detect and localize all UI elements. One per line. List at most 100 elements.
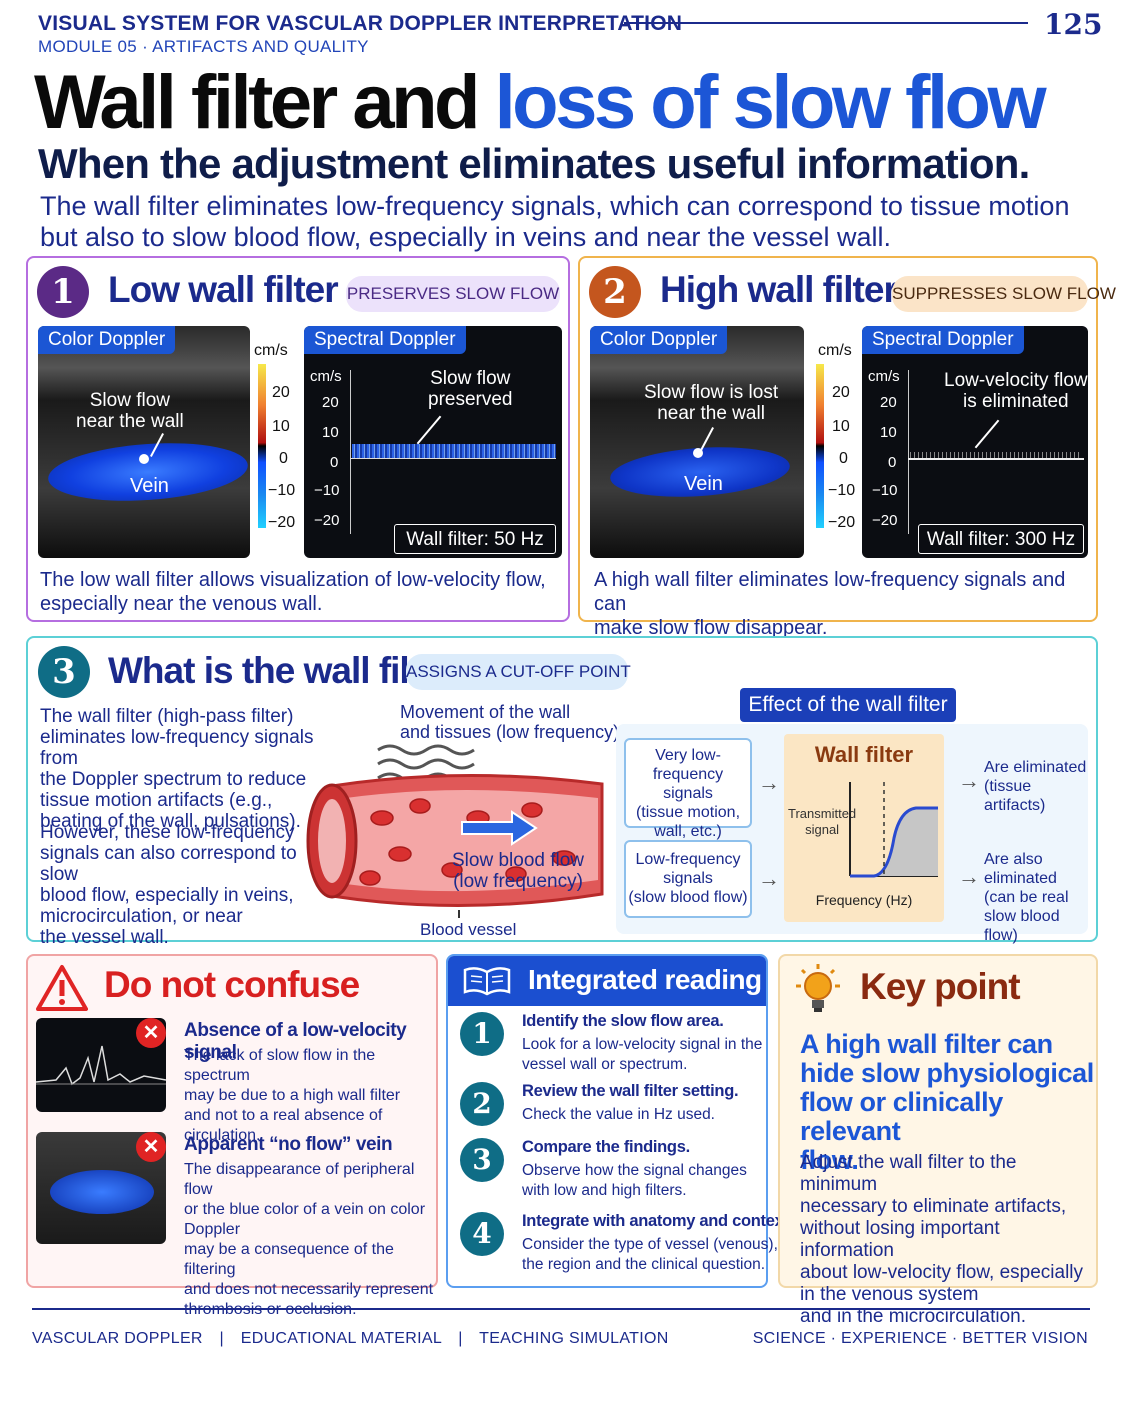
label-line: and tissues (low frequency) <box>400 722 620 742</box>
result-line: Are also eliminated <box>984 851 1057 887</box>
text-line: eliminates low-frequency signals from <box>40 727 314 769</box>
result-line: (can be real <box>984 889 1069 906</box>
spectral-unit: cm/s <box>310 368 342 385</box>
section-number-3: 3 <box>38 646 90 698</box>
box-line: (slow blood flow) <box>628 889 748 906</box>
box-line: signals <box>663 785 713 802</box>
step-text: Consider the type of vessel (venous), <box>522 1236 778 1253</box>
text-line: may be due to a high wall filter <box>184 1087 401 1104</box>
vessel-label-pointer <box>458 910 460 918</box>
scale-tick: 20 <box>272 384 290 401</box>
lead-line-2: but also to slow blood flow, especially … <box>40 222 891 252</box>
caveat-text: However, these low-frequency signals can… <box>40 822 320 948</box>
vein-label: Vein <box>684 473 723 495</box>
spectral-doppler-image: Spectral Doppler cm/s 20 10 0 −10 −20 Lo… <box>862 326 1088 558</box>
annot-line-1: Slow flow <box>89 390 170 411</box>
vein-label: Vein <box>130 475 169 497</box>
x-icon: ✕ <box>136 1132 166 1162</box>
caption-line-1: A high wall filter eliminates low-freque… <box>594 569 1066 615</box>
axis-line: Transmitted <box>788 806 857 821</box>
preserves-badge: PRESERVES SLOW FLOW <box>346 276 560 312</box>
key-title: Key point <box>860 966 1021 1007</box>
text-line: the Doppler spectrum to reduce <box>40 769 307 790</box>
annot-line-2: is eliminated <box>963 391 1069 412</box>
annotation-pointer <box>416 415 442 445</box>
color-doppler-tag: Color Doppler <box>590 326 728 354</box>
text-line: necessary to eliminate artifacts, <box>800 1196 1067 1217</box>
color-scale-unit: cm/s <box>818 342 852 359</box>
reading-title: Integrated reading <box>528 964 762 995</box>
arrow-icon: → <box>958 864 980 889</box>
eliminated-signal <box>910 452 1082 458</box>
series-title: VISUAL SYSTEM FOR VASCULAR DOPPLER INTER… <box>38 12 683 35</box>
lead-line-1: The wall filter eliminates low-frequency… <box>40 191 1070 221</box>
annotation-pointer <box>974 419 1000 449</box>
step-text: Look for a low-velocity signal in the <box>522 1036 763 1053</box>
color-velocity-scale <box>258 364 266 528</box>
scale-tick: 0 <box>279 450 288 467</box>
scale-tick: 0 <box>839 450 848 467</box>
item2-title: Apparent “no flow” vein <box>184 1134 393 1155</box>
title-part-2: loss of slow flow <box>494 60 1047 145</box>
color-doppler-tag: Color Doppler <box>38 326 176 354</box>
text-line: The disappearance of peripheral flow <box>184 1161 415 1198</box>
spectral-unit: cm/s <box>868 368 900 385</box>
step-text: vessel wall or spectrum. <box>522 1056 688 1073</box>
text-line: signals can also correspond to slow <box>40 843 297 885</box>
headline-line: flow or clinically relevant <box>800 1087 1003 1146</box>
footer-separator: | <box>219 1330 224 1347</box>
axis-line: signal <box>805 822 840 837</box>
spec-tick: 20 <box>880 394 897 411</box>
section-number-1: 1 <box>37 266 89 318</box>
step-title: Integrate with anatomy and context. <box>522 1212 793 1230</box>
color-velocity-scale <box>816 364 824 528</box>
caption-line-2: especially near the venous wall. <box>40 593 323 615</box>
filter-value-box: Wall filter: 300 Hz <box>918 524 1084 554</box>
spec-tick: 10 <box>322 424 339 441</box>
spec-tick: 0 <box>330 454 339 471</box>
text-line: and does not necessarily represent <box>184 1281 434 1298</box>
high-filter-caption: A high wall filter eliminates low-freque… <box>594 568 1096 640</box>
label-line: Movement of the wall <box>400 702 571 722</box>
annotation-dot <box>139 454 149 464</box>
page-number: 125 <box>1044 8 1103 41</box>
box-line: signals <box>663 870 713 887</box>
header-rule <box>624 22 1028 24</box>
reading-header: Integrated reading <box>448 956 766 1006</box>
module-label: MODULE 05 · ARTIFACTS AND QUALITY <box>38 37 369 56</box>
slow-flow-signal <box>352 444 556 458</box>
footer-left: VASCULAR DOPPLER | EDUCATIONAL MATERIAL … <box>32 1330 669 1348</box>
step-text: Observe how the signal changes <box>522 1162 747 1179</box>
low-filter-caption: The low wall filter allows visualization… <box>40 568 546 616</box>
cutoff-badge: ASSIGNS A CUT-OFF POINT <box>406 654 631 690</box>
text-line: or the blue color of a vein on color Dop… <box>184 1201 426 1238</box>
slow-blood-flow-label: Slow blood flow(low frequency) <box>452 850 584 892</box>
scale-tick: −10 <box>828 482 856 499</box>
text-line: and not to a real absence of circulation… <box>184 1107 383 1144</box>
spec-tick: 20 <box>322 394 339 411</box>
text-line: without losing important information <box>800 1218 1000 1261</box>
spec-tick: −10 <box>872 482 898 499</box>
text-line: The wall filter (high-pass filter) <box>40 706 294 727</box>
spec-tick: 0 <box>888 454 897 471</box>
annot-line-1: Slow flow is lost <box>644 382 779 403</box>
step-text: Check the value in Hz used. <box>522 1106 715 1123</box>
scale-tick: 10 <box>832 418 850 435</box>
scale-tick: −20 <box>828 514 856 531</box>
spectral-axis <box>908 370 909 534</box>
x-axis-label: Frequency (Hz) <box>815 892 913 908</box>
step-number: 4 <box>460 1212 504 1256</box>
box-line: wall, etc.) <box>654 823 722 840</box>
high-pass-curve <box>849 782 938 878</box>
arrow-icon: → <box>758 770 780 795</box>
